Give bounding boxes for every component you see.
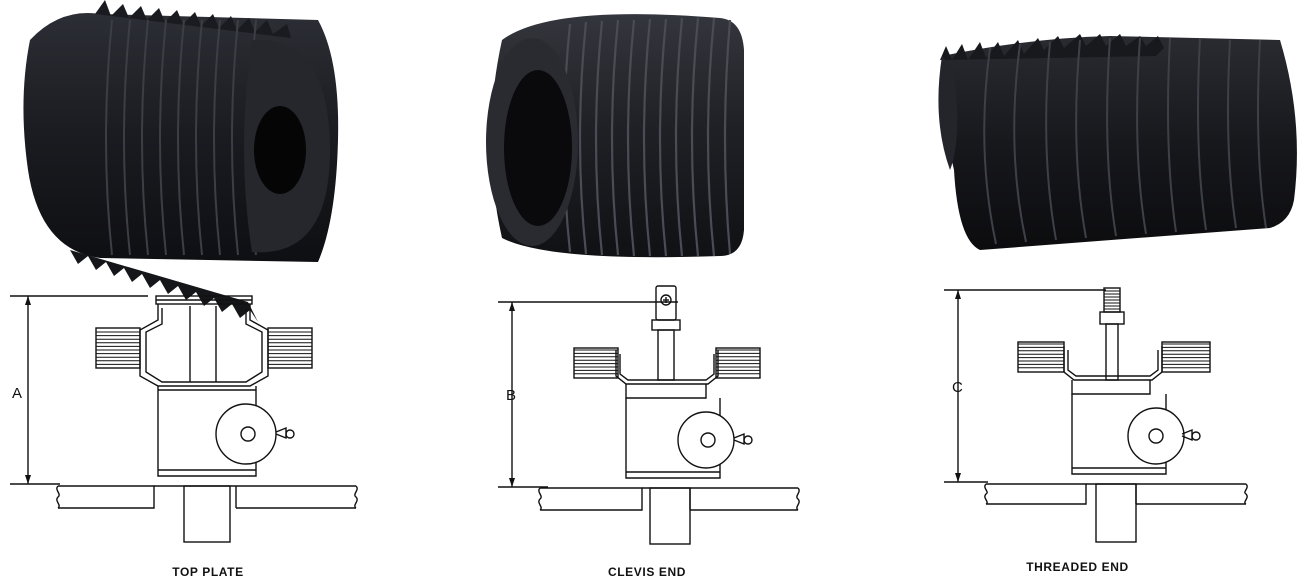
- diagram-top-plate: [10, 295, 358, 543]
- bellows-hatching-left: [96, 331, 140, 365]
- bellows-hatching-right: [268, 331, 312, 365]
- panel-threaded-end-graphic: C: [938, 34, 1297, 543]
- dimension-label-c: C: [952, 379, 963, 396]
- panel-top-plate: A TOP PLATE: [0, 0, 420, 583]
- thread-marks: [1104, 290, 1120, 310]
- dimension-label-a: A: [12, 385, 22, 402]
- bellows-hatching-right: [716, 349, 760, 375]
- panel-top-plate-graphic: A: [10, 0, 358, 543]
- diagram-clevis-end: [498, 285, 800, 545]
- caption-clevis-end: CLEVIS END: [607, 565, 686, 579]
- bellows-hatching-right: [1162, 343, 1210, 369]
- panel-threaded-end: C THREADED END: [880, 0, 1307, 583]
- diagram-threaded-end: [944, 287, 1248, 543]
- boot-photo-threaded-end: [938, 34, 1297, 250]
- bellows-hatching-left: [574, 349, 618, 375]
- boot-photo-top-plate: [23, 0, 339, 322]
- caption-threaded-end: THREADED END: [1026, 560, 1129, 574]
- dimension-label-b: B: [506, 387, 516, 404]
- panel-clevis-end: B CLEVIS END: [440, 0, 870, 583]
- boot-photo-clevis-end: [486, 14, 744, 258]
- caption-top-plate: TOP PLATE: [172, 565, 244, 579]
- panel-clevis-end-graphic: B: [486, 14, 800, 545]
- bellows-hatching-left: [1018, 343, 1064, 369]
